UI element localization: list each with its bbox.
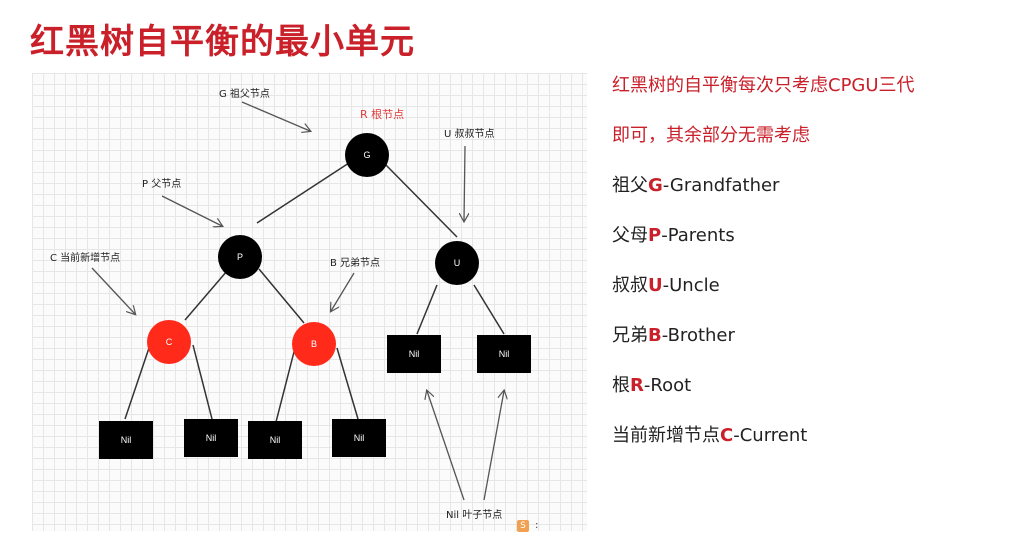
node-p: P (218, 235, 262, 279)
annotation-brother: B 兄弟节点 (330, 257, 380, 269)
node-b-label: B (311, 339, 317, 349)
nil-leaf-4: Nil (332, 419, 386, 457)
annotation-uncle: U 叔叔节点 (444, 128, 495, 140)
nil-leaf-label: Nil (206, 433, 217, 443)
legend-item-grandfather: 祖父G-Grandfather (612, 172, 1012, 222)
tree-svg: G P U C B Nil Nil Nil (50, 87, 531, 521)
annotation-parent: P 父节点 (142, 178, 181, 190)
watermark-icon: S (517, 520, 529, 532)
legend-prefix: 根 (612, 375, 630, 396)
nil-leaf-label: Nil (409, 349, 420, 359)
edge-p-b (258, 268, 305, 324)
node-p-label: P (237, 252, 243, 262)
node-b: B (292, 322, 336, 366)
node-g: G (345, 133, 389, 177)
node-c-circle (147, 320, 191, 364)
edge-b-nil3 (275, 347, 296, 423)
nil-leaf-2: Nil (184, 419, 238, 457)
legend-key: G (648, 175, 663, 196)
legend-panel: 红黑树的自平衡每次只考虑CPGU三代 即可，其余部分无需考虑 祖父G-Grand… (612, 72, 1012, 472)
legend-suffix: -Current (733, 425, 808, 446)
edge-g-u (381, 160, 458, 238)
node-b-circle (292, 322, 336, 366)
node-p-circle (218, 235, 262, 279)
node-u-label: U (454, 258, 461, 268)
page-title: 红黑树自平衡的最小单元 (30, 22, 415, 62)
nil-leaf-3: Nil (248, 421, 302, 459)
legend-prefix: 父母 (612, 225, 648, 246)
nil-leaf-label: Nil (121, 435, 132, 445)
nil-leaf-6: Nil (477, 335, 531, 373)
red-black-tree-diagram: G P U C B Nil Nil Nil (32, 73, 587, 531)
legend-item-parents: 父母P-Parents (612, 222, 1012, 272)
arrow-leaf-right (483, 391, 504, 501)
annotation-root: R 根节点 (360, 107, 404, 121)
annotation-leaf: Nil 叶子节点 (446, 509, 502, 521)
edge-u-nil6 (473, 284, 505, 335)
edge-g-p (256, 160, 353, 224)
legend-prefix: 祖父 (612, 175, 648, 196)
arrow-uncle (464, 145, 465, 221)
edge-b-nil4 (336, 347, 359, 420)
legend-prefix: 叔叔 (612, 275, 648, 296)
legend-key: P (648, 225, 662, 246)
legend-key: R (630, 375, 644, 396)
node-g-label: G (363, 150, 370, 160)
arrow-parent (161, 195, 222, 226)
legend-intro-line1: 红黑树的自平衡每次只考虑CPGU三代 (612, 75, 915, 96)
watermark-text: : (535, 520, 539, 531)
legend-prefix: 当前新增节点 (612, 425, 720, 446)
nil-leaf-label: Nil (354, 433, 365, 443)
legend-key: C (720, 425, 734, 446)
legend-item-root: 根R-Root (612, 372, 1012, 422)
legend-suffix: -Root (643, 375, 692, 396)
edge-u-nil5 (416, 284, 438, 335)
arrow-brother (331, 272, 355, 311)
legend-intro-line2: 即可，其余部分无需考虑 (612, 125, 810, 146)
legend-suffix: -Brother (661, 325, 735, 346)
nil-leaf-label: Nil (270, 435, 281, 445)
legend-key: B (648, 325, 662, 346)
nil-leaf-label: Nil (499, 349, 510, 359)
annotation-arrows (91, 101, 504, 501)
edge-p-c (184, 270, 228, 321)
legend-key: U (648, 275, 663, 296)
node-g-circle (345, 133, 389, 177)
node-c: C (147, 320, 191, 364)
legend-prefix: 兄弟 (612, 325, 648, 346)
edge-c-nil1 (124, 344, 151, 420)
edge-c-nil2 (192, 344, 213, 420)
node-u: U (435, 241, 479, 285)
legend-item-brother: 兄弟B-Brother (612, 322, 1012, 372)
annotation-grandfather: G 祖父节点 (219, 87, 270, 100)
legend-item-current: 当前新增节点C-Current (612, 422, 1012, 472)
legend-item-uncle: 叔叔U-Uncle (612, 272, 1012, 322)
legend-suffix: -Parents (661, 225, 735, 246)
node-c-label: C (166, 337, 173, 347)
nil-leaf-1: Nil (99, 421, 153, 459)
node-u-circle (435, 241, 479, 285)
tree-edges (124, 160, 505, 423)
annotation-current: C 当前新增节点 (50, 251, 120, 264)
arrow-current (91, 267, 135, 314)
legend-suffix: -Uncle (662, 275, 720, 296)
nil-leaf-5: Nil (387, 335, 441, 373)
arrow-leaf-left (427, 391, 465, 501)
arrow-grandfather (241, 101, 310, 131)
legend-suffix: -Grandfather (662, 175, 780, 196)
